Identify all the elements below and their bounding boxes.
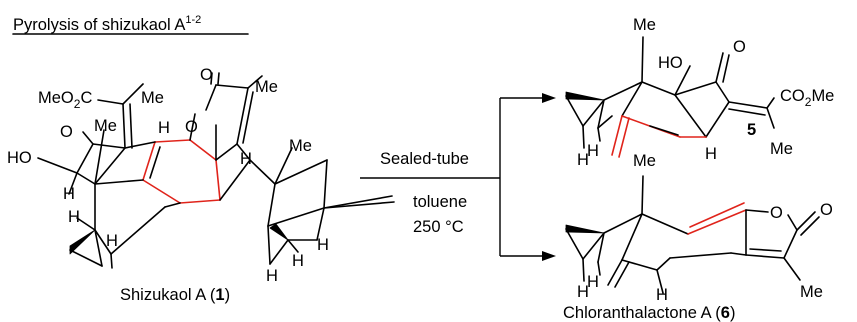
p5-h1-label: H (587, 142, 599, 160)
condition-solvent: toluene (413, 193, 467, 211)
shizukaol-a-caption: Shizukaol A (1) (120, 286, 230, 304)
p5-me2-label: Me (770, 140, 793, 158)
heading-text: Pyrolysis of shizukaol A (13, 16, 185, 34)
chloranthalactone-a-caption: Chloranthalactone A (6) (563, 304, 735, 322)
h-e-label: H (292, 252, 304, 270)
me-lactone-label: Me (255, 78, 278, 96)
p5-co2me-label: CO2Me (780, 87, 834, 109)
h-mid-label: H (240, 150, 252, 168)
h-b-label: H (68, 208, 80, 226)
h-upper-label: H (158, 119, 170, 137)
p5-ho-label: HO (658, 54, 683, 72)
scheme-heading: Pyrolysis of shizukaol A1-2 (12, 14, 249, 35)
me-right-label: Me (289, 137, 312, 155)
heading-superscript: 1-2 (185, 14, 201, 26)
p5-o-label: O (733, 38, 746, 56)
condition-sealed-tube: Sealed-tube (380, 150, 469, 168)
o-carbonyl-label: O (60, 123, 73, 141)
p6-h2-label: H (577, 283, 589, 301)
h-d-label: H (266, 267, 278, 285)
p5-me-label: Me (633, 16, 656, 34)
p5-h2-label: H (577, 151, 589, 169)
svg-text:Pyrolysis of shizukaol A1-2: Pyrolysis of shizukaol A1-2 (13, 14, 201, 34)
condition-temperature: 250 °C (413, 218, 464, 236)
p5-h3-label: H (705, 145, 717, 163)
h-a-label: H (63, 185, 75, 203)
p6-h3-label: H (656, 286, 668, 304)
ester-label: MeO2C (38, 89, 92, 111)
p5-compound-number: 5 (747, 121, 756, 139)
ho-label: HO (7, 149, 32, 167)
p6-o-ring-label: O (770, 204, 783, 222)
o-lactone-carbonyl-label: O (200, 66, 213, 84)
product-5-structure: Me HO O CO2Me Me H H H 5 (565, 16, 834, 169)
p6-me-label: Me (633, 152, 656, 170)
p6-me2-label: Me (800, 283, 823, 301)
h-f-label: H (317, 236, 329, 254)
me-top-label: Me (141, 89, 164, 107)
shizukaol-a-structure: MeO2C Me O O O Me Me HO H H Me H H H H H… (7, 66, 395, 304)
p6-o-carbonyl-label: O (820, 201, 833, 219)
me-center-label: Me (94, 117, 117, 135)
p6-h1-label: H (587, 273, 599, 291)
reaction-arrows (360, 93, 556, 261)
product-6-structure: Me O O Me H H H Chloranthalactone A (6) (563, 152, 833, 322)
o-lactone-label: O (185, 118, 198, 136)
h-c-label: H (106, 232, 118, 250)
